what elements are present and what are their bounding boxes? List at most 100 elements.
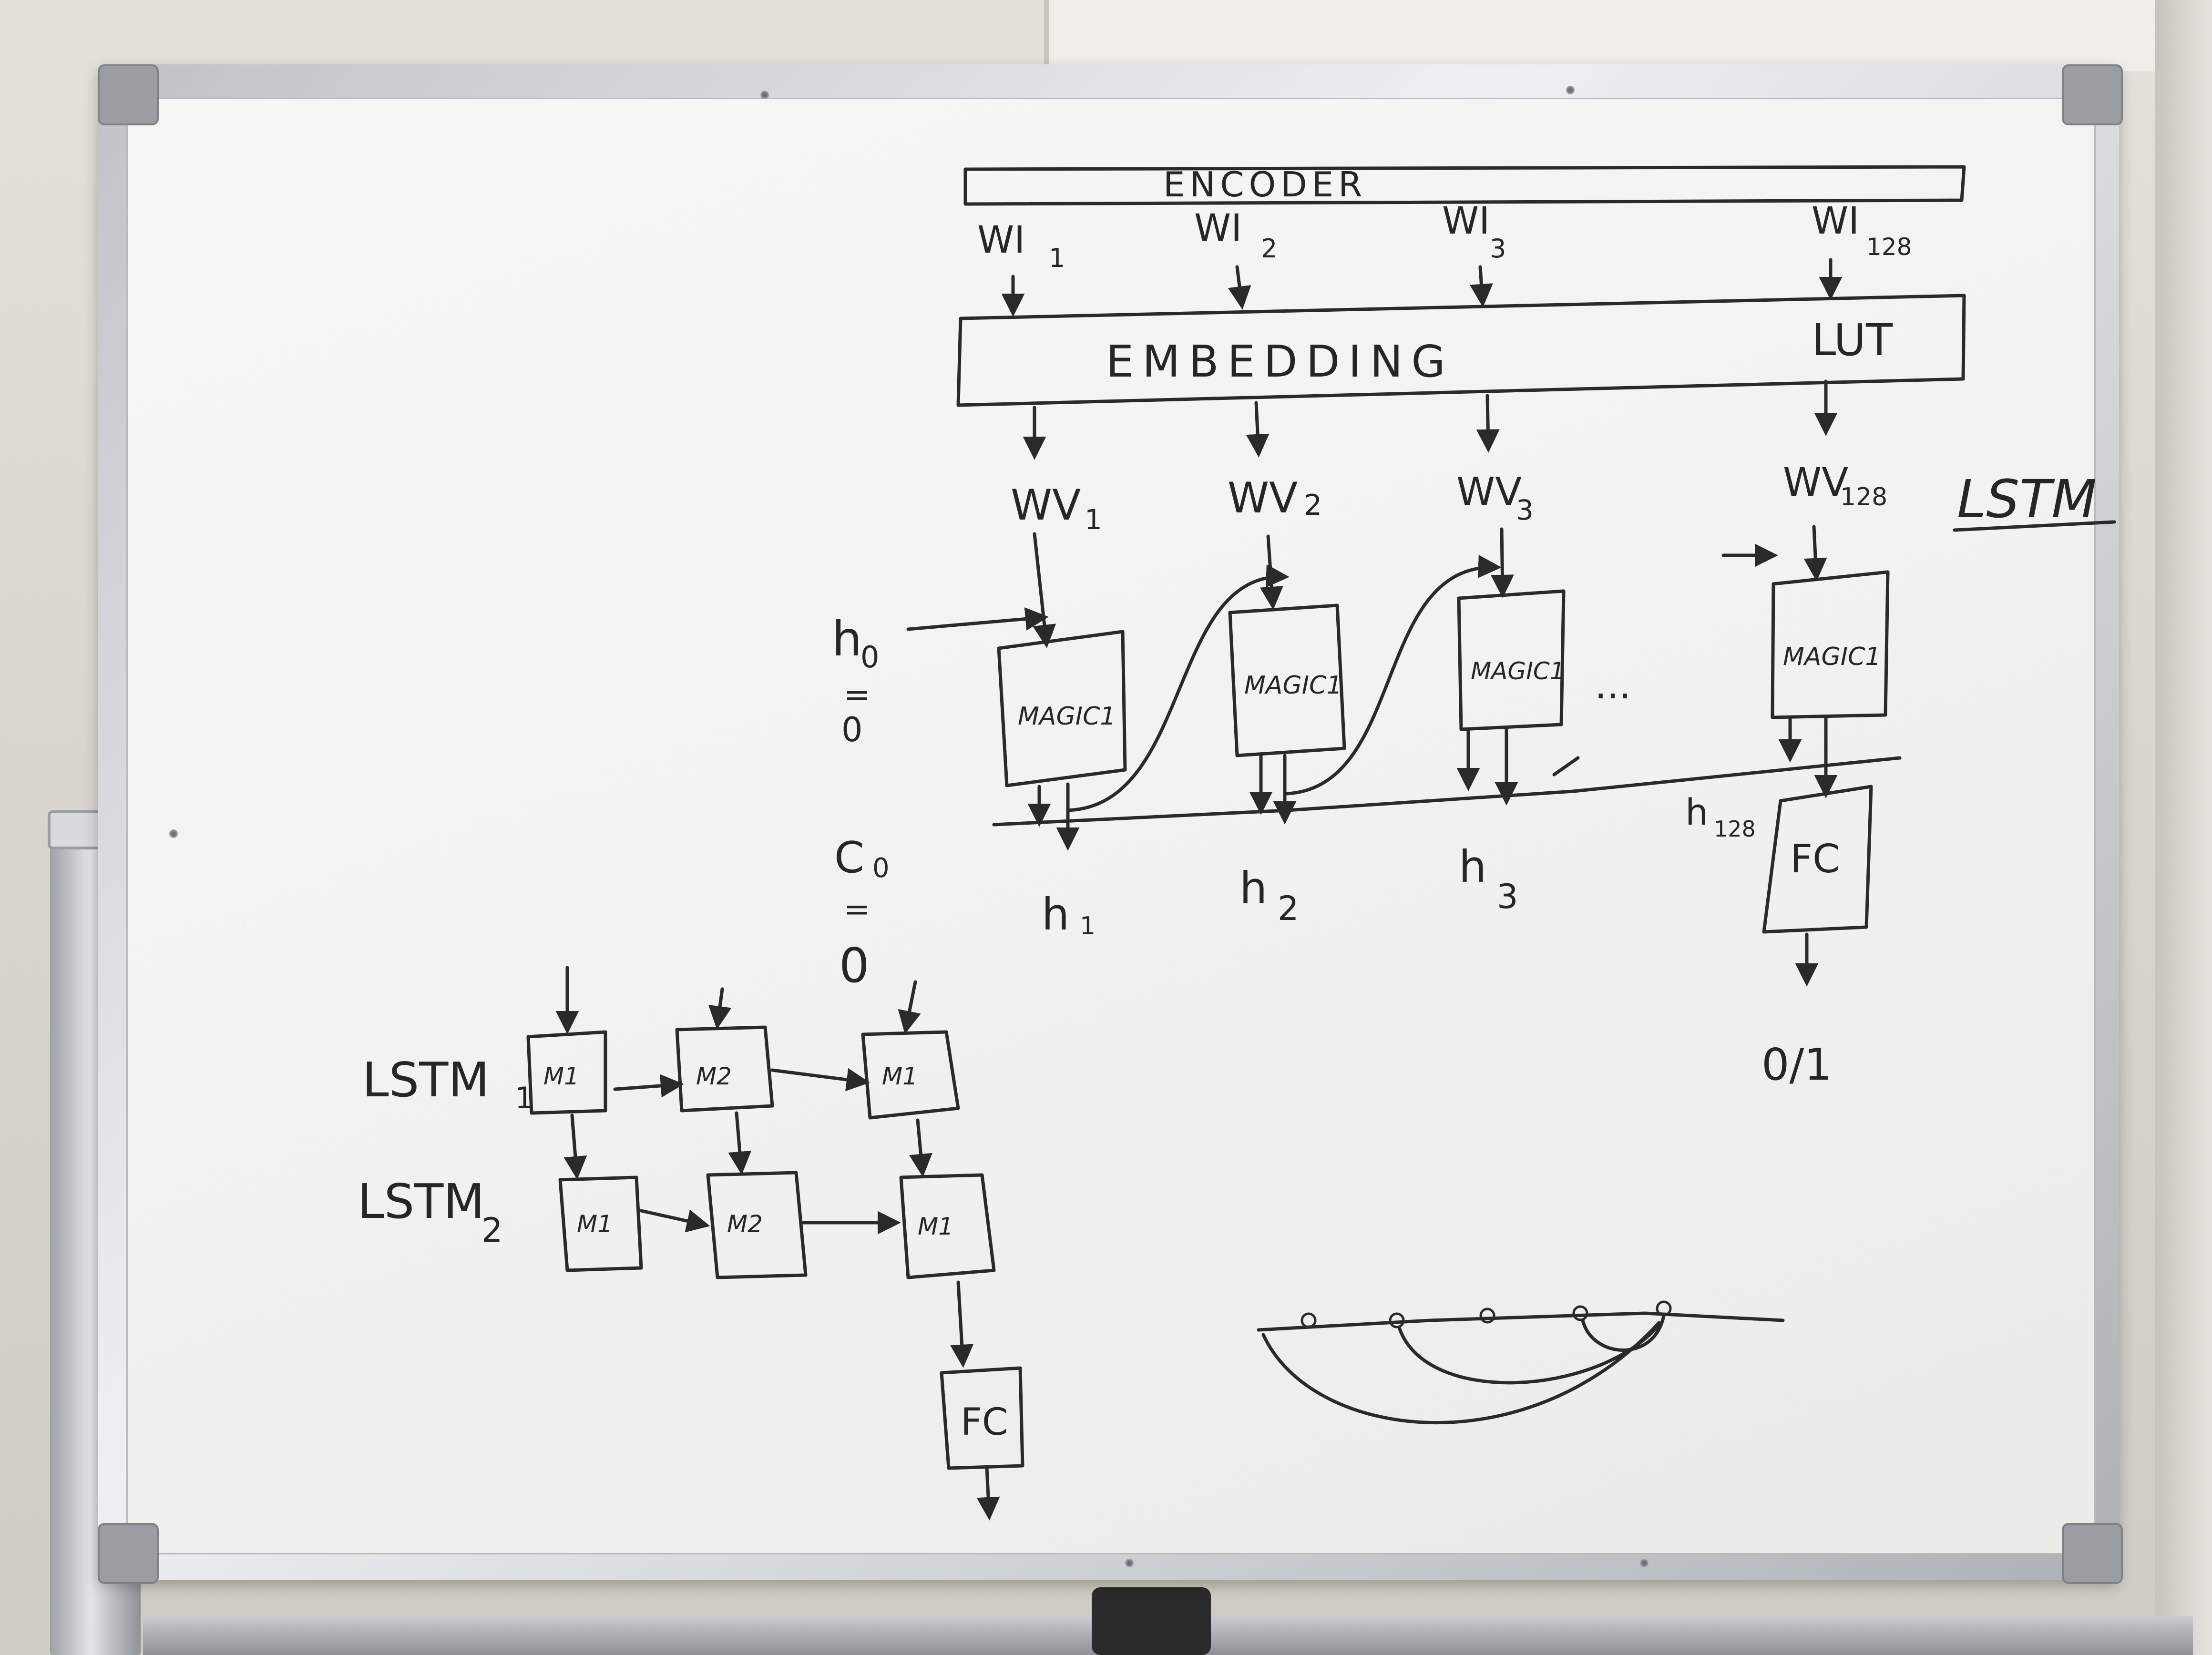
wv-subscript: 2 bbox=[1304, 489, 1322, 522]
input-subscript: 128 bbox=[1866, 233, 1912, 261]
wv128-to-cell128-arrow bbox=[1803, 525, 1827, 582]
hidden-state-line bbox=[992, 756, 1902, 827]
stacked-input-2 bbox=[708, 987, 732, 1030]
stacked-v-arrow-3 bbox=[909, 1118, 932, 1177]
cell-label: MAGIC1 bbox=[1471, 657, 1565, 685]
word-vector-1: WV 1 bbox=[1011, 480, 1102, 536]
h0-subscript: 0 bbox=[860, 640, 879, 674]
wv-label: WV bbox=[1011, 480, 1081, 530]
stacked-r1-arrow-2 bbox=[770, 1068, 870, 1092]
encoder-input-1: WI 1 bbox=[977, 219, 1065, 317]
lut-label: LUT bbox=[1812, 315, 1893, 366]
input-subscript: 2 bbox=[1261, 234, 1277, 264]
cell-label: M2 bbox=[727, 1210, 763, 1238]
h-subscript: 2 bbox=[1278, 889, 1299, 928]
hidden-state-128: h 128 bbox=[1685, 791, 1756, 842]
wv1-to-cell1-arrow bbox=[1033, 532, 1056, 648]
baseline-tick bbox=[1552, 756, 1580, 776]
input-label: WI bbox=[1812, 200, 1859, 243]
whiteboard-surface bbox=[126, 98, 2096, 1554]
encoder-label: ENCODER bbox=[1163, 164, 1367, 204]
h-subscript: 1 bbox=[1080, 912, 1096, 940]
fc-label: FC bbox=[961, 1401, 1008, 1444]
stacked-lstm-row-1-label: LSTM 1 bbox=[362, 1052, 533, 1115]
h-label: h bbox=[1042, 889, 1069, 940]
hidden-state-3: h 3 bbox=[1459, 841, 1518, 916]
binary-output-label: 0/1 bbox=[1761, 1039, 1832, 1090]
wv-subscript: 128 bbox=[1840, 483, 1887, 511]
recurrent-connection-1-2 bbox=[1066, 564, 1290, 812]
row-label: LSTM bbox=[358, 1174, 485, 1229]
wv-label: WV bbox=[1456, 470, 1522, 515]
stacked-input-3 bbox=[898, 980, 921, 1034]
cell-label: MAGIC1 bbox=[1783, 643, 1881, 671]
word-vector-2: WV 2 bbox=[1228, 473, 1322, 522]
stacked-lstm-row-2-label: LSTM 2 bbox=[358, 1174, 503, 1250]
c0-subscript: 0 bbox=[872, 853, 890, 884]
input-label: WI bbox=[977, 219, 1025, 262]
fc-block: FC bbox=[1762, 785, 1873, 934]
frame-corner-bottom-right bbox=[2062, 1523, 2123, 1584]
frame-screw bbox=[169, 829, 178, 838]
h-subscript: 3 bbox=[1497, 877, 1518, 916]
cells-ellipsis: ... bbox=[1595, 663, 1631, 707]
word-vector-3: WV 3 bbox=[1456, 470, 1534, 526]
lstm-title: LSTM bbox=[1953, 469, 2116, 532]
stacked-v-arrow-2 bbox=[728, 1111, 752, 1175]
wv-subscript: 3 bbox=[1516, 494, 1534, 526]
wv-label: WV bbox=[1783, 460, 1848, 505]
fc-label: FC bbox=[1790, 837, 1840, 882]
embedding-block: EMBEDDING LUT bbox=[956, 294, 1966, 407]
row-label: LSTM bbox=[362, 1052, 490, 1108]
recurrent-connection-2-3 bbox=[1285, 555, 1502, 796]
lstm-cell-3: MAGIC1 bbox=[1457, 589, 1566, 731]
wv2-to-cell2-arrow bbox=[1260, 534, 1283, 610]
frame-corner-top-right bbox=[2062, 64, 2123, 125]
cell-label: M1 bbox=[577, 1210, 613, 1238]
c0-label: C bbox=[834, 833, 864, 883]
cell-label: MAGIC1 bbox=[1244, 671, 1342, 700]
frame-screw bbox=[1640, 1559, 1649, 1567]
h-label: h bbox=[1685, 791, 1708, 833]
h-label: h bbox=[1239, 863, 1267, 914]
stand-clamp bbox=[1092, 1587, 1211, 1655]
initial-cell-state: C 0 = 0 bbox=[834, 833, 890, 993]
stacked-cell-r2-c3: M1 bbox=[899, 1173, 996, 1279]
input-label: WI bbox=[1194, 207, 1242, 250]
h0-equals: = bbox=[844, 676, 870, 713]
h-subscript: 128 bbox=[1714, 816, 1756, 842]
frame-screw bbox=[1125, 1559, 1134, 1567]
initial-hidden-state: h 0 = 0 bbox=[832, 607, 1049, 749]
cell-label: M2 bbox=[696, 1062, 732, 1090]
wv3-to-cell3-arrow bbox=[1490, 527, 1514, 598]
stacked-r1-arrow-1 bbox=[613, 1074, 684, 1098]
encoder-block: ENCODER bbox=[963, 164, 1966, 206]
embedding-arrow-2 bbox=[1246, 401, 1270, 458]
c0-equals: = bbox=[844, 891, 870, 928]
stacked-fc-output-arrow bbox=[976, 1466, 1000, 1521]
embedding-label: EMBEDDING bbox=[1106, 336, 1454, 387]
lstm-title-label: LSTM bbox=[1957, 469, 2097, 530]
wv-subscript: 1 bbox=[1085, 503, 1102, 536]
stacked-to-fc-arrow bbox=[950, 1280, 974, 1368]
stacked-cell-r1-c3: M1 bbox=[861, 1030, 960, 1120]
row-subscript: 2 bbox=[481, 1211, 503, 1250]
stacked-cell-r2-c1: M1 bbox=[558, 1175, 643, 1272]
arc-sketch bbox=[1257, 1300, 1785, 1424]
stacked-cell-r2-c2: M2 bbox=[706, 1171, 808, 1279]
input-label: WI bbox=[1442, 200, 1490, 243]
h0-value: 0 bbox=[841, 710, 863, 749]
wv-label: WV bbox=[1228, 473, 1298, 522]
hidden-state-1: h 1 bbox=[1042, 889, 1096, 940]
embedding-arrow-3 bbox=[1476, 394, 1500, 453]
cell-label: M1 bbox=[882, 1062, 918, 1090]
hidden-state-2: h 2 bbox=[1239, 863, 1299, 928]
encoder-input-128: WI 128 bbox=[1812, 200, 1912, 300]
stacked-v-arrow-1 bbox=[563, 1114, 587, 1180]
cell-label: MAGIC1 bbox=[1018, 702, 1116, 731]
h0-label: h bbox=[832, 611, 862, 667]
stacked-cell-r1-c1: M1 bbox=[526, 1030, 607, 1115]
input-subscript: 1 bbox=[1049, 243, 1065, 273]
word-vector-128: WV 128 bbox=[1783, 460, 1887, 511]
stacked-fc-block: FC bbox=[940, 1366, 1024, 1470]
